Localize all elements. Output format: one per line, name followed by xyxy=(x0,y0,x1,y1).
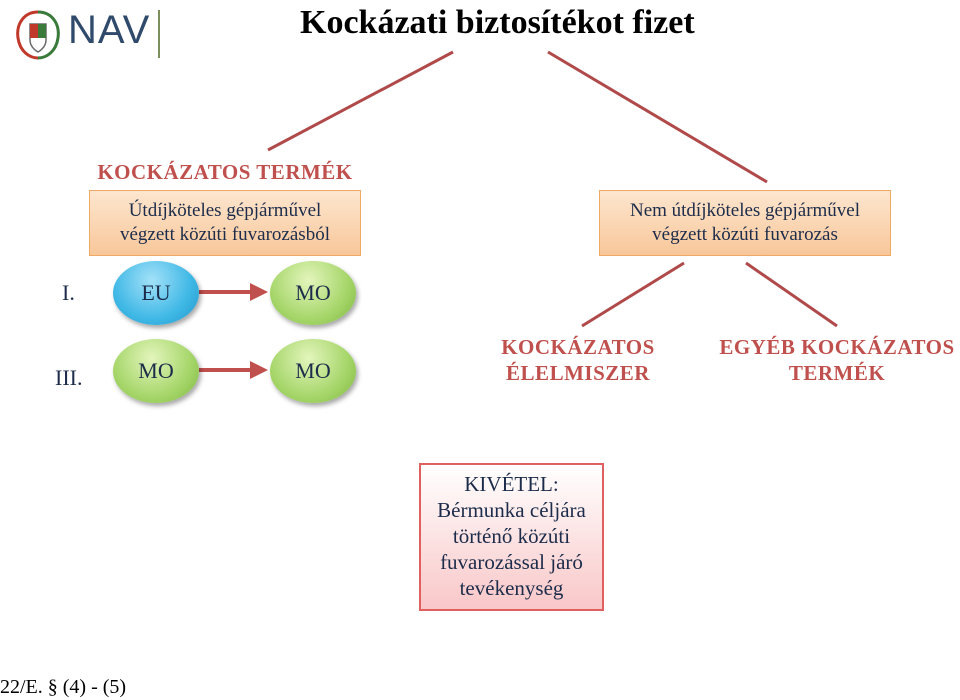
connector-right-right-child xyxy=(745,261,838,328)
toll-transport-line-2: végzett közúti fuvarozásból xyxy=(120,224,330,245)
risky-product-heading: KOCKÁZATOS TERMÉK xyxy=(97,160,353,184)
row-1-from-node: EU xyxy=(113,261,199,325)
connector-right-left-child xyxy=(581,261,685,328)
row-2-to-label: MO xyxy=(295,358,331,383)
row-1-from-label: EU xyxy=(141,280,171,305)
non-toll-transport-box: Nem útdíjköteles gépjárművel végzett köz… xyxy=(599,190,891,256)
row-1-roman: I. xyxy=(62,280,75,305)
arrow-row-1 xyxy=(199,283,268,301)
row-2-roman: III. xyxy=(55,365,83,390)
risky-food-line-1: KOCKÁZATOS xyxy=(501,335,655,359)
toll-transport-line-1: Útdíjköteles gépjárművel xyxy=(128,200,322,221)
row-1-to-node: MO xyxy=(270,261,356,325)
nav-logo xyxy=(12,6,172,64)
arrow-row-2 xyxy=(199,361,268,379)
exception-line-3: történő közúti xyxy=(452,524,571,548)
exception-box: KIVÉTEL: Bérmunka céljára történő közúti… xyxy=(419,463,604,611)
risky-food-heading: KOCKÁZATOS ÉLELMISZER xyxy=(478,334,678,386)
row-2-from-node: MO xyxy=(113,339,199,403)
nav-logo-text: NAV xyxy=(68,8,151,52)
row-1-to-label: MO xyxy=(295,280,331,305)
exception-line-4: fuvarozással járó xyxy=(440,550,583,574)
toll-transport-box: Útdíjköteles gépjárművel végzett közúti … xyxy=(89,190,361,256)
page-title: Kockázati biztosítékot fizet xyxy=(300,4,695,41)
connector-title-left xyxy=(267,50,454,152)
other-risky-product-line-2: TERMÉK xyxy=(788,361,886,385)
non-toll-transport-line-2: végzett közúti fuvarozás xyxy=(652,224,838,245)
exception-line-2: Bérmunka céljára xyxy=(437,498,586,522)
risky-food-line-2: ÉLELMISZER xyxy=(506,361,650,385)
non-toll-transport-line-1: Nem útdíjköteles gépjárművel xyxy=(629,200,861,221)
row-2-from-label: MO xyxy=(138,358,174,383)
other-risky-product-heading: EGYÉB KOCKÁZATOS TERMÉK xyxy=(713,334,960,386)
exception-line-1: KIVÉTEL: xyxy=(464,472,559,496)
logo-divider xyxy=(158,10,160,58)
other-risky-product-line-1: EGYÉB KOCKÁZATOS xyxy=(719,335,955,359)
row-2-to-node: MO xyxy=(270,339,356,403)
legal-reference: 22/E. § (4) - (5) xyxy=(0,676,127,698)
nav-emblem-icon xyxy=(16,10,60,60)
connector-title-right xyxy=(547,50,768,184)
exception-line-5: tevékenység xyxy=(459,576,564,600)
